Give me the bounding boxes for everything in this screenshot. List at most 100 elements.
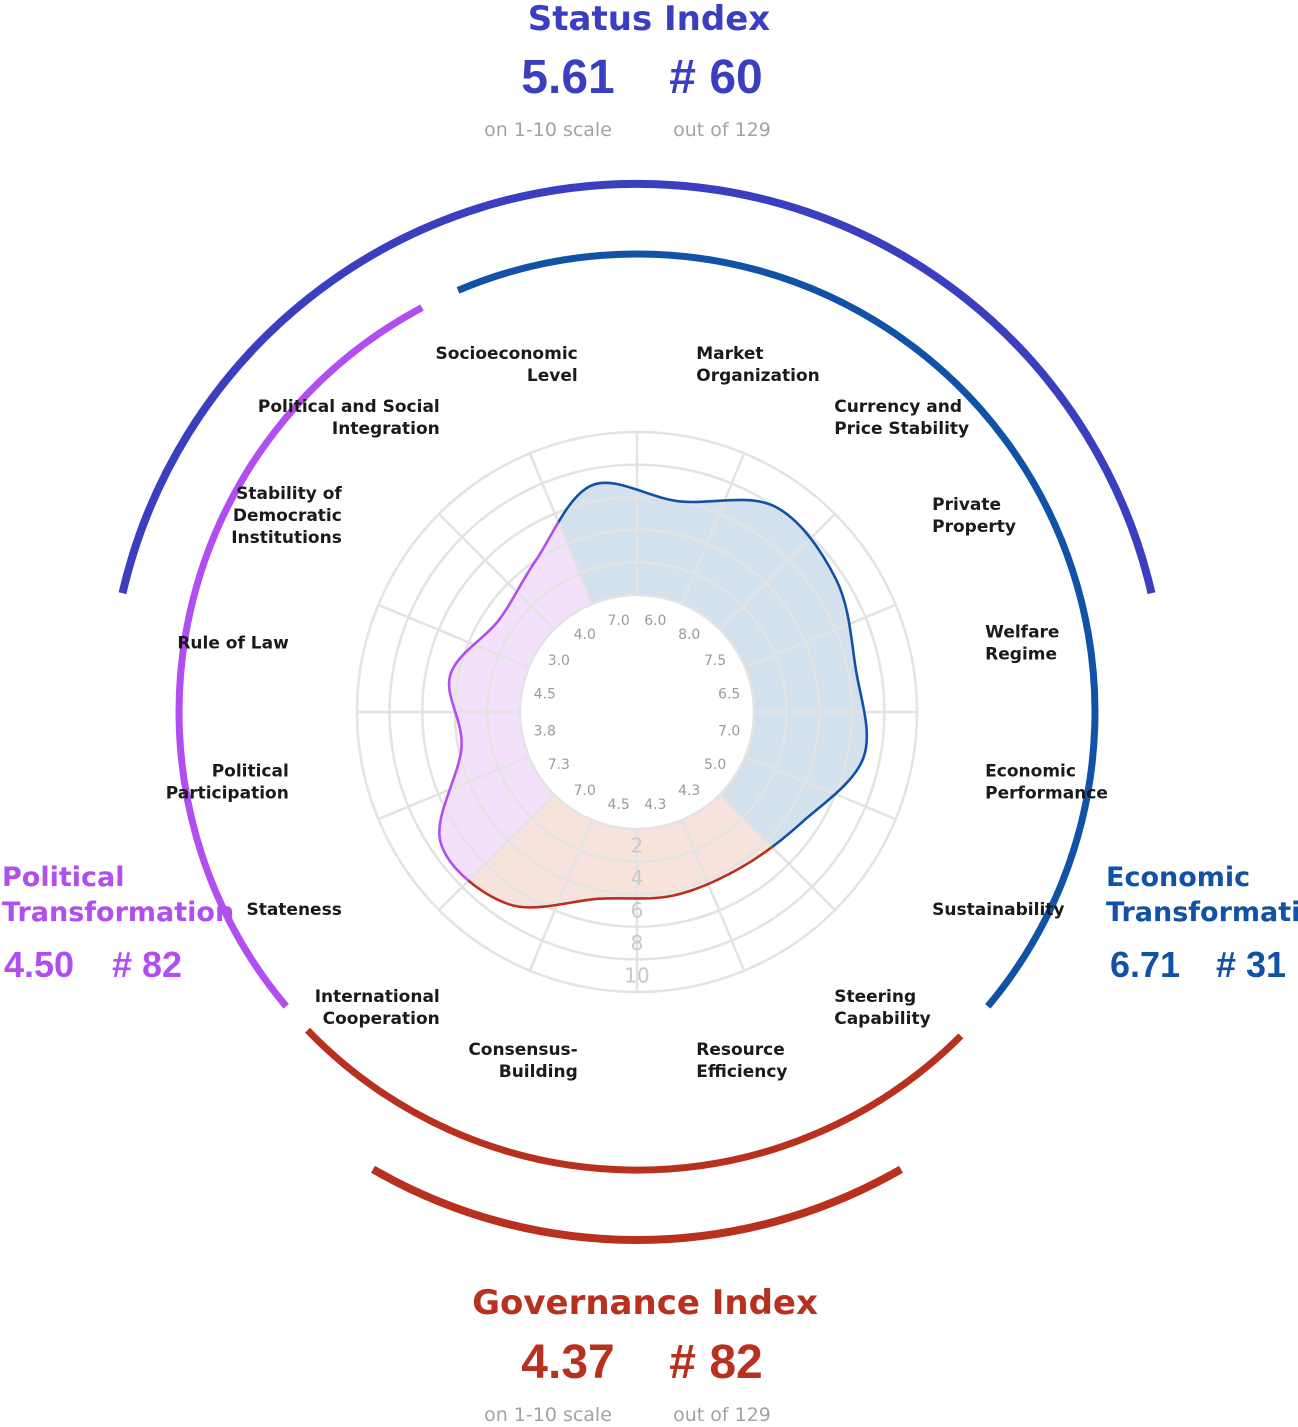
- grid-spoke: [377, 603, 530, 669]
- grid-spoke: [744, 603, 897, 669]
- category-label-3-line-0: Welfare: [985, 623, 1059, 643]
- category-label-9-line-1: Cooperation: [323, 1009, 440, 1029]
- category-label-13-line-1: Democratic: [233, 506, 342, 526]
- grid-spoke: [680, 452, 746, 605]
- category-label-12: Rule of Law: [177, 634, 289, 654]
- value-label-5: 5.0: [704, 757, 726, 773]
- status-index-title: Status Index: [528, 0, 770, 39]
- grid-spoke: [528, 452, 594, 605]
- value-label-10: 7.3: [548, 757, 570, 773]
- category-label-2-line-1: Property: [932, 517, 1016, 537]
- category-label-11-line-1: Participation: [166, 783, 289, 803]
- political-transformation-arc: [175, 304, 424, 1009]
- category-label-0-line-1: Organization: [696, 366, 820, 386]
- category-label-9-line-0: International: [315, 987, 440, 1007]
- score-outline-governance: [438, 712, 869, 909]
- status-index-score: 5.61: [521, 51, 614, 104]
- radial-tick-10: 10: [624, 964, 649, 988]
- index-arcs: [118, 179, 1156, 1244]
- status-index-arc: [118, 179, 1156, 595]
- value-label-6: 4.3: [678, 783, 700, 799]
- radial-tick-8: 8: [631, 931, 644, 955]
- category-label-8-line-1: Building: [499, 1062, 578, 1082]
- value-label-9: 7.0: [574, 783, 596, 799]
- economic-transformation-rank: # 31: [1216, 944, 1286, 985]
- grid-spoke: [438, 793, 556, 911]
- category-label-12-line-0: Rule of Law: [177, 634, 289, 654]
- category-label-15-line-1: Level: [527, 366, 578, 386]
- category-label-11-line-0: Political: [212, 761, 289, 781]
- category-label-8-line-0: Consensus-: [468, 1040, 577, 1060]
- value-label-3: 6.5: [718, 687, 740, 703]
- value-label-14: 4.0: [574, 627, 596, 643]
- category-label-14-line-0: Political and Social: [258, 397, 440, 417]
- grid-spoke: [528, 819, 594, 972]
- category-label-1-line-0: Currency and: [834, 397, 962, 417]
- category-label-6-line-1: Capability: [834, 1009, 930, 1029]
- category-label-3-line-1: Regime: [985, 645, 1057, 665]
- political-transformation-title-line1: Political: [2, 862, 125, 893]
- category-label-1-line-1: Price Stability: [834, 419, 969, 439]
- economic-transformation-arc: [456, 250, 1099, 1009]
- governance-index-score-note: on 1-10 scale: [484, 1404, 612, 1426]
- governance-index-score: 4.37: [521, 1336, 614, 1389]
- value-label-11: 3.8: [534, 723, 556, 739]
- value-label-4: 7.0: [718, 723, 740, 739]
- grid-spoke: [744, 755, 897, 821]
- category-label-10: Stateness: [246, 900, 341, 920]
- political-transformation-title-line2: Transformation: [2, 897, 234, 928]
- value-label-12: 4.5: [534, 687, 556, 703]
- economic-transformation-title-line2: Transformation: [1106, 897, 1298, 928]
- score-outline: [438, 481, 869, 909]
- radial-tick-4: 4: [631, 866, 644, 890]
- economic-transformation-score: 6.71: [1110, 944, 1180, 985]
- status-index-score-note: on 1-10 scale: [484, 119, 612, 141]
- grid-spoke: [718, 793, 836, 911]
- governance-index-arc: [371, 1165, 903, 1244]
- category-label-5: Sustainability: [932, 900, 1064, 920]
- economic-transformation-title-line1: Economic: [1106, 862, 1250, 893]
- category-label-7-line-0: Resource: [696, 1040, 785, 1060]
- value-label-15: 7.0: [608, 613, 630, 629]
- category-label-15-line-0: Socioeconomic: [436, 344, 578, 364]
- category-label-10-line-0: Stateness: [246, 900, 341, 920]
- category-label-0-line-0: Market: [696, 344, 763, 364]
- value-label-2: 7.5: [704, 653, 726, 669]
- grid-spoke: [438, 513, 556, 631]
- governance-index-rank-note: out of 129: [673, 1404, 771, 1426]
- value-labels: 6.08.07.56.57.05.04.34.34.57.07.33.84.53…: [534, 613, 741, 813]
- governance-arc-inner: [304, 1027, 964, 1174]
- value-label-7: 4.3: [644, 797, 666, 813]
- category-label-7-line-1: Efficiency: [696, 1062, 787, 1082]
- category-label-6-line-0: Steering: [834, 987, 916, 1007]
- category-label-14-line-1: Integration: [332, 419, 440, 439]
- radial-tick-6: 6: [631, 899, 644, 923]
- radial-tick-2: 2: [631, 833, 644, 857]
- political-transformation-rank: # 82: [112, 944, 182, 985]
- radial-tick-labels: 2 4 6 8 10: [624, 833, 649, 987]
- political-transformation-score: 4.50: [4, 944, 74, 985]
- category-label-4-line-0: Economic: [985, 761, 1076, 781]
- status-index-rank: # 60: [669, 51, 762, 104]
- value-label-1: 8.0: [678, 627, 700, 643]
- category-label-8: Consensus-Building: [468, 1040, 577, 1082]
- grid-spoke: [377, 755, 530, 821]
- radar-grid: [355, 430, 919, 994]
- grid-ring-inner: [518, 593, 756, 831]
- value-label-13: 3.0: [548, 653, 570, 669]
- category-label-13-line-0: Stability of: [236, 484, 342, 504]
- grid-spoke: [718, 513, 836, 631]
- grid-spoke: [680, 819, 746, 972]
